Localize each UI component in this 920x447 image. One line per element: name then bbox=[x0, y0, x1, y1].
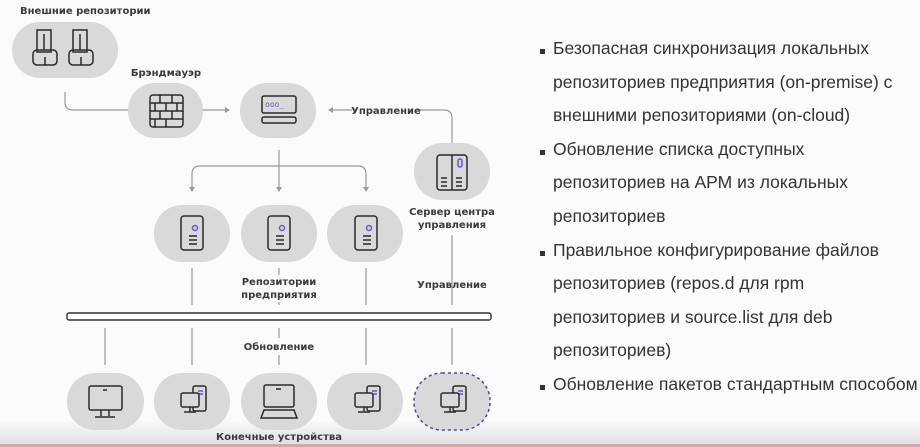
end-devices-label: Конечные устройства bbox=[216, 432, 342, 443]
enterprise-repo-3 bbox=[327, 205, 403, 262]
monitor-icon bbox=[88, 385, 123, 418]
update-label: Обновление bbox=[244, 341, 315, 353]
firewall-label: Брэндмауэр bbox=[131, 68, 201, 79]
management-top-label: Управление bbox=[351, 106, 421, 117]
firewall-icon bbox=[149, 94, 184, 128]
terminal-icon: ooo_ bbox=[261, 95, 297, 124]
database-icon bbox=[32, 29, 94, 66]
network-bus bbox=[66, 312, 492, 321]
svg-text:ooo_: ooo_ bbox=[265, 100, 284, 109]
feature-item: Обновление списка доступных репозиториев… bbox=[538, 133, 918, 234]
enterprise-repo-2 bbox=[241, 205, 317, 262]
connectors bbox=[64, 92, 453, 365]
end-device-3 bbox=[241, 373, 317, 430]
end-device-4 bbox=[327, 373, 403, 430]
enterprise-repo-1 bbox=[154, 205, 230, 262]
end-device-1 bbox=[67, 373, 144, 430]
feature-item: Безопасная синхронизация локальных репоз… bbox=[538, 32, 918, 133]
firewall-node bbox=[128, 83, 203, 138]
server-cabinet-icon bbox=[436, 154, 468, 191]
management-bottom-label: Управление bbox=[417, 280, 487, 291]
architecture-diagram: ooo_ Внешние репозитории Брэндмауэр Упра… bbox=[12, 6, 495, 443]
feature-list: Безопасная синхронизация локальных репоз… bbox=[538, 32, 918, 402]
end-device-5-highlighted bbox=[413, 372, 491, 431]
feature-item: Правильное конфигурирование файлов репоз… bbox=[538, 234, 918, 368]
sync-server-node: ooo_ bbox=[240, 83, 316, 138]
external-repos-label: Внешние репозитории bbox=[20, 6, 151, 17]
enterprise-repos-label-2: предприятия bbox=[241, 290, 317, 301]
feature-item: Обновление пакетов стандартным способом bbox=[538, 368, 918, 402]
control-server-label-2: управления bbox=[418, 220, 486, 231]
laptop-icon bbox=[259, 384, 299, 419]
control-server-node bbox=[414, 143, 490, 200]
end-device-2 bbox=[154, 373, 230, 430]
enterprise-repos-label-1: Репозитории bbox=[242, 277, 317, 288]
video-progress-bar[interactable] bbox=[0, 444, 920, 447]
external-repos-node bbox=[12, 22, 118, 78]
control-server-label-1: Сервер центра bbox=[409, 207, 495, 218]
